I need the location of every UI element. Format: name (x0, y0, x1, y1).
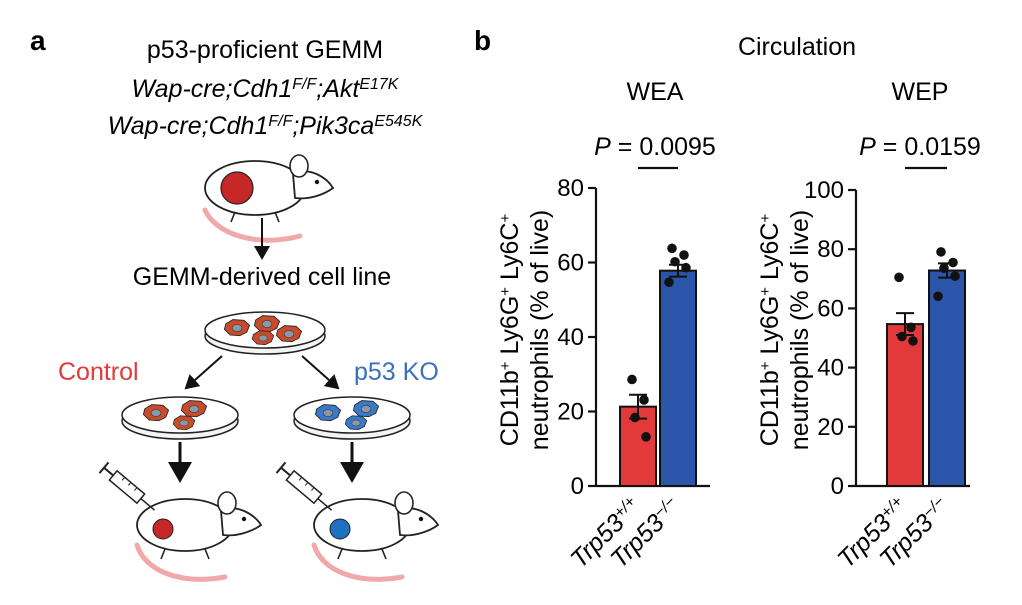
y-axis-label-wea-line-1: CD11b+ Ly6G+ Ly6C+ (496, 214, 524, 447)
petri-dish-ko (293, 396, 411, 440)
y-tick-label-wep: 40 (817, 355, 844, 382)
petri-dish-control (121, 396, 239, 440)
cell-line-label: GEMM-derived cell line (133, 263, 391, 291)
chart-title-wea: WEA (627, 78, 684, 106)
panel-b-header: Circulation (738, 33, 856, 61)
data-point-wea (670, 256, 680, 267)
data-point-wea (664, 277, 674, 288)
bar-wep-1 (928, 269, 966, 487)
chart-title-wep: WEP (892, 78, 949, 106)
data-point-wea (679, 250, 689, 260)
ko-label: p53 KO (354, 358, 439, 386)
genotype-line-1: Wap-cre;Cdh1F/F;AktE17K (132, 75, 400, 103)
arrow-to-ko (301, 355, 340, 390)
y-tick-label-wea: 0 (571, 473, 584, 500)
data-point-wea (681, 262, 691, 273)
y-axis-label-wep-line-1: CD11b+ Ly6G+ Ly6C+ (756, 214, 784, 447)
y-tick-label-wea: 40 (557, 324, 584, 351)
y-tick-label-wep: 100 (804, 177, 844, 204)
y-tick-label-wea: 20 (557, 399, 584, 426)
p-value-wea: P = 0.0095 (594, 133, 716, 161)
control-label: Control (58, 358, 139, 386)
injection-site-ko (329, 518, 351, 540)
data-point-wep (939, 263, 949, 273)
recipient-mouse-control (98, 461, 263, 582)
p-value-wep: P = 0.0159 (859, 133, 981, 161)
syringe-icon (275, 461, 333, 511)
data-point-wea (639, 395, 649, 405)
data-point-wea (641, 432, 651, 442)
recipient-mouse-ko (275, 461, 440, 582)
data-point-wep (933, 291, 943, 302)
gemm-mouse-illustration (202, 154, 335, 243)
genotype-line-2: Wap-cre;Cdh1F/F;Pik3caE545K (108, 112, 424, 140)
bar-wep-0 (886, 323, 924, 488)
y-tick-label-wep: 0 (831, 473, 844, 500)
petri-dish-parent (204, 311, 326, 355)
panel-a-letter: a (30, 25, 46, 56)
data-point-wep (906, 322, 916, 333)
data-point-wep (908, 336, 918, 346)
panel-b: b Circulation CD11b+ Ly6G+ Ly6C+ neutrop… (474, 25, 981, 573)
data-point-wep (897, 331, 907, 342)
arrow-to-control (184, 355, 223, 390)
data-point-wep (950, 271, 960, 281)
data-point-wep (948, 257, 958, 268)
data-point-wep (936, 247, 946, 257)
panel-b-letter: b (474, 25, 491, 56)
tumor-dot (220, 171, 254, 205)
y-tick-label-wea: 80 (557, 175, 584, 202)
y-axis-label-wep-line-2: neutrophils (% of live) (786, 210, 814, 450)
y-tick-label-wep: 60 (817, 295, 844, 322)
y-tick-label-wea: 60 (557, 250, 584, 277)
bar-wea-1 (659, 269, 697, 487)
y-axis-label-wea-line-2: neutrophils (% of live) (526, 210, 554, 450)
panel-a: a p53-proficient GEMM Wap-cre;Cdh1F/F;Ak… (30, 25, 440, 582)
data-point-wea (630, 412, 640, 423)
data-point-wea (627, 374, 637, 385)
y-tick-label-wep: 20 (817, 414, 844, 441)
data-point-wea (667, 243, 677, 254)
data-point-wep (894, 272, 904, 283)
panel-a-title: p53-proficient GEMM (147, 36, 383, 64)
y-tick-label-wep: 80 (817, 236, 844, 263)
syringe-icon (98, 461, 156, 511)
injection-site-control (152, 518, 174, 540)
